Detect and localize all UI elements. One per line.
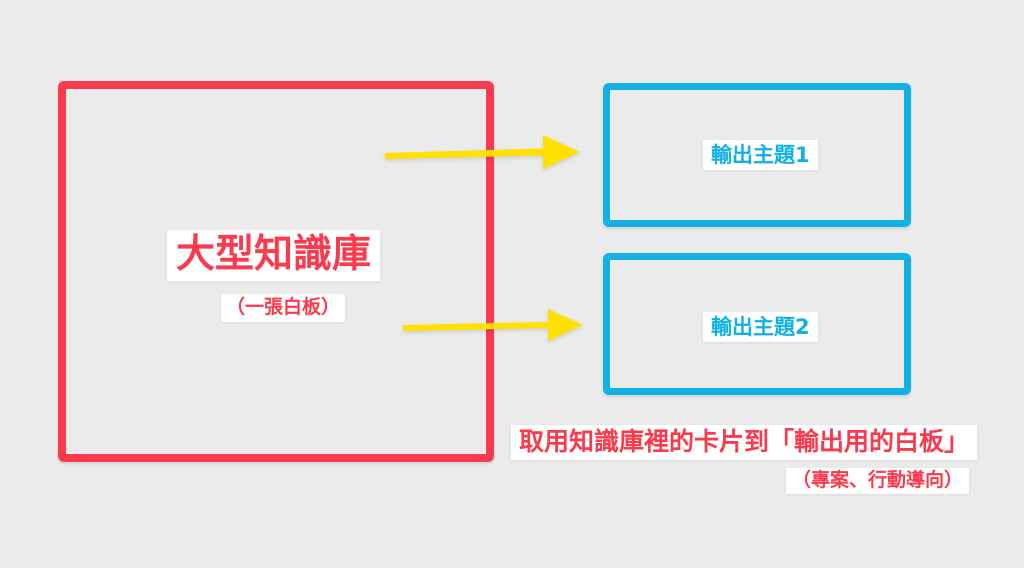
arrow-shape — [403, 309, 583, 341]
knowledge-base-title: 大型知識庫 — [167, 230, 381, 281]
caption-line-1: 取用知識庫裡的卡片到「輸出用的白板」 — [510, 425, 977, 460]
caption-block: 取用知識庫裡的卡片到「輸出用的白板」 （專案、行動導向） — [510, 425, 977, 494]
arrow-icon-knowledge-to-topic-2 — [403, 309, 583, 341]
caption-line-2: （專案、行動導向） — [785, 467, 969, 494]
knowledge-base-subtitle: （一張白板） — [221, 294, 346, 322]
arrow-shape — [385, 135, 580, 169]
output-topic-2-box — [603, 253, 911, 395]
knowledge-base-box — [58, 81, 494, 462]
output-topic-1-box — [603, 83, 911, 227]
output-topic-1-label: 輸出主題1 — [703, 140, 818, 171]
output-topic-2-label: 輸出主題2 — [703, 312, 818, 343]
arrow-icon-knowledge-to-topic-1 — [385, 135, 580, 169]
